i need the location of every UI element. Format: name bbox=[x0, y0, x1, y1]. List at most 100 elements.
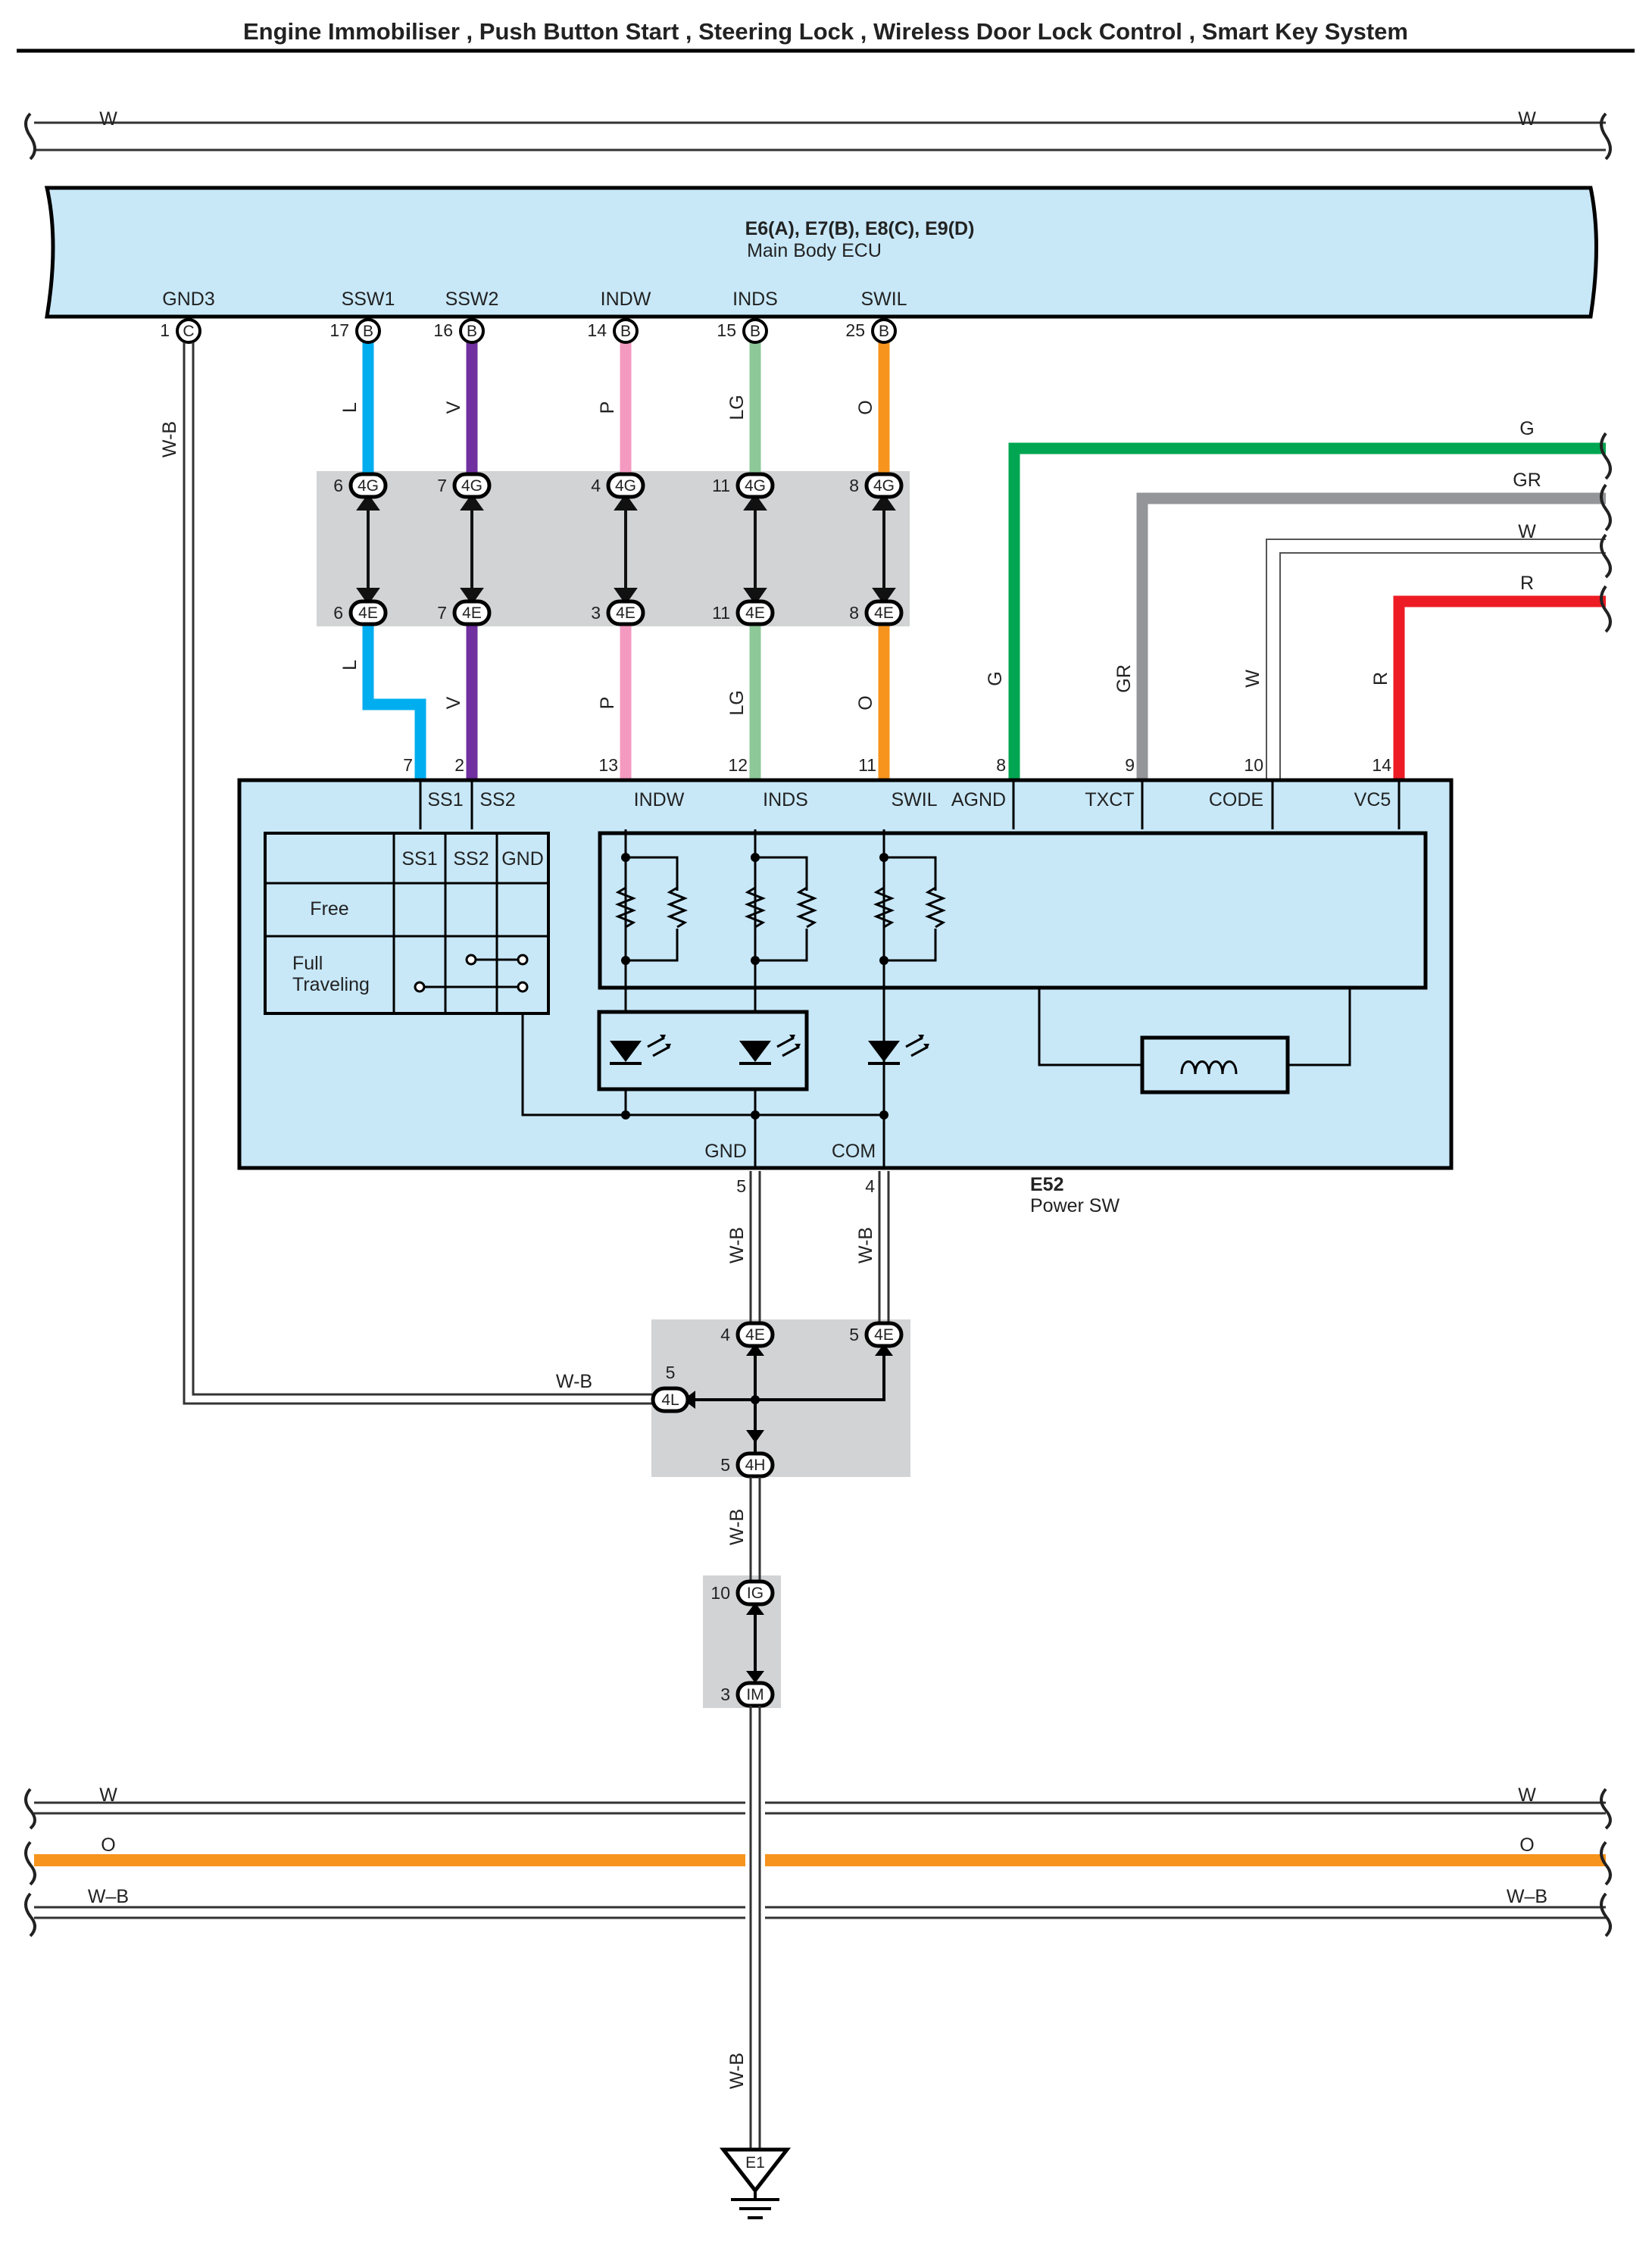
psw-pin-num-2: 2 bbox=[454, 755, 464, 775]
ecu-name: Main Body ECU bbox=[747, 240, 882, 261]
bottom-bus-o: O O bbox=[24, 1835, 1612, 1886]
top-bus-left-label: W bbox=[99, 108, 117, 130]
power-sw: 7 2 13 12 11 8 9 10 14 SS1 SS2 INDW INDS… bbox=[237, 755, 1454, 1216]
table-row-full: Full bbox=[292, 953, 323, 974]
right-vlabel-g: G bbox=[985, 671, 1006, 685]
ecu-conn-indw: B bbox=[620, 323, 631, 340]
jl-out-num: 5 bbox=[720, 1455, 730, 1475]
j4g-code-1: 4G bbox=[358, 477, 379, 495]
ecu-pin-label-inds: INDS bbox=[732, 289, 778, 310]
table-row-free: Free bbox=[310, 898, 348, 920]
lower-wire-label-2: V bbox=[443, 696, 464, 709]
right-wire-label-gr: GR bbox=[1513, 470, 1541, 491]
ground-e1: E1 bbox=[719, 2147, 792, 2219]
wires-psw-ground: 5 4 W-B W-B bbox=[726, 1171, 890, 1332]
jl-in-right-num: 5 bbox=[849, 1325, 859, 1344]
main-body-ecu: E6(A), E7(B), E8(C), E9(D) Main Body ECU… bbox=[44, 186, 1598, 319]
psw-pin-label-txct: TXCT bbox=[1085, 789, 1134, 810]
psw-pin-num-1: 7 bbox=[403, 755, 413, 775]
j4g-num-4: 11 bbox=[712, 476, 730, 495]
wire-label-indw: P bbox=[597, 401, 618, 414]
ig-num: 10 bbox=[710, 1583, 730, 1603]
im-num: 3 bbox=[720, 1685, 730, 1704]
psw-pin-num-4: 12 bbox=[728, 755, 748, 775]
j4g-num-3: 4 bbox=[591, 476, 601, 495]
psw-pin-num-7: 9 bbox=[1125, 755, 1135, 775]
junction-upper-arrows bbox=[356, 493, 896, 605]
im-code: IM bbox=[746, 1686, 764, 1703]
power-sw-name: Power SW bbox=[1030, 1195, 1120, 1216]
psw-bottom-num-5: 5 bbox=[736, 1176, 746, 1196]
ecu-pin-label-indw: INDW bbox=[601, 289, 651, 310]
j4e-code-3: 4E bbox=[616, 604, 636, 622]
psw-pin-label-inds: INDS bbox=[763, 789, 808, 810]
trunk-crossing-gap bbox=[745, 1795, 765, 1924]
led-block bbox=[521, 1010, 929, 1119]
psw-pin-label-ss2: SS2 bbox=[479, 789, 515, 810]
j4e-code-4: 4E bbox=[745, 604, 765, 622]
j4g-num-5: 8 bbox=[849, 476, 859, 495]
j4g-num-1: 6 bbox=[333, 476, 343, 495]
j4e-code-5: 4E bbox=[874, 604, 894, 622]
ecu-pin-num-ssw2: 16 bbox=[433, 320, 453, 340]
j4g-num-2: 7 bbox=[437, 476, 447, 495]
right-wire-label-g: G bbox=[1519, 418, 1534, 439]
bottom-bus-wb: W–B W–B bbox=[24, 1886, 1612, 1938]
psw-pin-label-code: CODE bbox=[1209, 789, 1263, 810]
wire-label-inds: LG bbox=[726, 395, 748, 420]
table-header-ss1: SS1 bbox=[401, 848, 437, 870]
ecu-pin-num-swil: 25 bbox=[845, 320, 865, 340]
ecu-conn-swil: B bbox=[879, 323, 889, 340]
junction-upper-bottom-connectors: 4E 6 4E 7 4E 3 4E 11 4E 8 bbox=[333, 599, 904, 626]
jl-side-num: 5 bbox=[666, 1363, 676, 1382]
right-wires: G GR W R G GR W R bbox=[985, 418, 1612, 780]
right-wire-label-r: R bbox=[1520, 573, 1534, 594]
bottom-bus-w-left: W bbox=[99, 1785, 117, 1806]
bottom-bus-o-left: O bbox=[101, 1835, 115, 1856]
bottom-bus-o-right: O bbox=[1519, 1835, 1534, 1856]
ecu-pin-label-swil: SWIL bbox=[860, 289, 907, 310]
j4e-num-5: 8 bbox=[849, 603, 859, 623]
switch-table: SS1 SS2 GND Free Full Traveling bbox=[264, 832, 550, 1015]
j4e-code-1: 4E bbox=[358, 604, 378, 622]
j4e-code-2: 4E bbox=[462, 604, 482, 622]
jl-side-code: 4L bbox=[661, 1391, 679, 1409]
ecu-conn-gnd3: C bbox=[183, 323, 194, 340]
wire-label-swil: O bbox=[855, 400, 876, 414]
j4e-num-2: 7 bbox=[437, 603, 447, 623]
trunk-crossing bbox=[749, 1794, 761, 1925]
j4g-code-2: 4G bbox=[461, 477, 482, 495]
ecu-pin-num-inds: 15 bbox=[717, 320, 736, 340]
right-vlabel-r: R bbox=[1370, 672, 1391, 685]
lower-wire-label-1: L bbox=[339, 660, 361, 670]
top-bus-right-label: W bbox=[1518, 108, 1536, 130]
top-bus-w: W W bbox=[24, 108, 1612, 161]
lower-wire-label-5: O bbox=[855, 695, 876, 710]
ground-label: E1 bbox=[745, 2154, 765, 2172]
ecu-pin-label-ssw2: SSW2 bbox=[445, 289, 499, 310]
j4e-num-4: 11 bbox=[712, 603, 730, 623]
bottom-bus-w-right: W bbox=[1518, 1785, 1536, 1806]
psw-pin-num-3: 13 bbox=[598, 755, 618, 775]
right-vlabel-gr: GR bbox=[1113, 664, 1135, 693]
ecu-pin-num-indw: 14 bbox=[587, 320, 607, 340]
ecu-pin-label-gnd3: GND3 bbox=[162, 289, 214, 310]
j4g-code-4: 4G bbox=[745, 477, 766, 495]
psw-pin-num-6: 8 bbox=[996, 755, 1006, 775]
psw-bottom-label-gnd: GND bbox=[704, 1141, 747, 1162]
trunk-wire-label-2: W-B bbox=[726, 2053, 748, 2089]
wire-gnd3 bbox=[183, 342, 667, 1405]
page-title: Engine Immobiliser , Push Button Start ,… bbox=[243, 18, 1408, 45]
wire-label-ssw2: V bbox=[443, 401, 464, 414]
psw-pin-label-vc5: VC5 bbox=[1354, 789, 1391, 810]
ecu-pin-num-ssw1: 17 bbox=[329, 320, 349, 340]
wire-label-ssw1: L bbox=[339, 402, 361, 413]
jl-in-left-num: 4 bbox=[720, 1325, 730, 1344]
junction-upper-top-connectors: 4G 6 4G 7 4G 4 4G 11 4G 8 bbox=[333, 472, 904, 499]
j4e-num-3: 3 bbox=[591, 603, 601, 623]
psw-bottom-label-com: COM bbox=[832, 1141, 876, 1162]
ecu-conn-inds: B bbox=[750, 323, 760, 340]
psw-pin-label-swil: SWIL bbox=[891, 789, 937, 810]
trunk-wire-label-1: W-B bbox=[726, 1509, 748, 1545]
